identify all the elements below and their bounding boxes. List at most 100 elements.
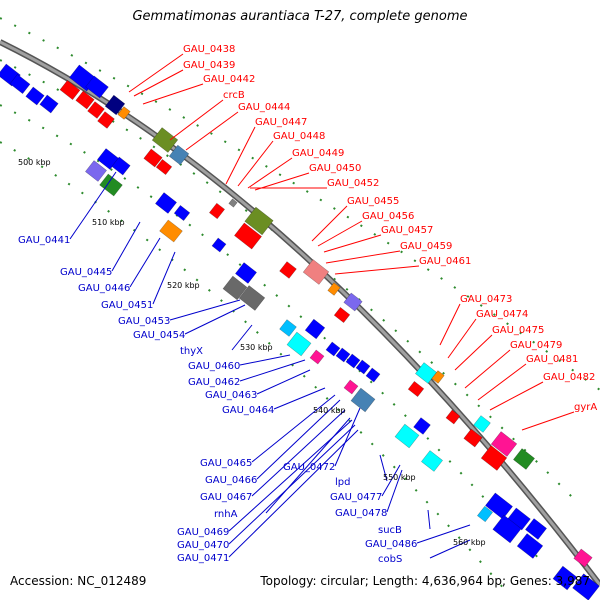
- reverse-gene-label: GAU_0462: [188, 377, 240, 388]
- kbp-label: 520 kbp: [167, 281, 200, 290]
- gene-block: [111, 156, 131, 176]
- gene-block: [309, 349, 325, 365]
- scale-rings: [0, 17, 600, 591]
- kbp-label: 550 kbp: [383, 473, 416, 482]
- forward-gene-label: GAU_0482: [543, 372, 595, 383]
- gene-block: [431, 370, 445, 384]
- gene-block: [87, 101, 105, 119]
- gene-block: [477, 505, 493, 523]
- gene-block: [345, 353, 361, 369]
- gene-block: [85, 160, 107, 182]
- forward-gene-label: GAU_0473: [460, 294, 512, 305]
- reverse-gene-label: GAU_0451: [101, 300, 153, 311]
- forward-gene-label: gyrA: [574, 402, 597, 413]
- forward-gene-label: GAU_0461: [419, 256, 471, 267]
- gene-block: [335, 347, 351, 363]
- label-leader-lines: [69, 53, 575, 559]
- forward-gene-label: GAU_0456: [362, 211, 414, 222]
- reverse-gene-label: GAU_0465: [200, 458, 252, 469]
- gene-block: [228, 198, 238, 208]
- gene-block: [516, 533, 544, 559]
- forward-gene-label: GAU_0481: [526, 354, 578, 365]
- gene-block: [279, 319, 297, 337]
- reverse-gene-label: GAU_0460: [188, 361, 240, 372]
- forward-gene-label: GAU_0452: [327, 178, 379, 189]
- gene-block: [445, 409, 461, 425]
- gene-block: [99, 173, 123, 197]
- gene-block: [211, 237, 227, 253]
- reverse-gene-label: GAU_0453: [118, 316, 170, 327]
- gene-block: [327, 282, 341, 296]
- gene-block: [304, 318, 326, 340]
- gene-block: [473, 415, 491, 433]
- kbp-position-labels: 500 kbp 510 kbp 520 kbp 530 kbp 540 kbp 550 k…: [18, 158, 486, 547]
- gene-block: [173, 205, 191, 221]
- reverse-gene-label: GAU_0469: [177, 527, 229, 538]
- reverse-gene-label: GAU_0470: [177, 540, 229, 551]
- accession-text: Accession: NC_012489: [10, 574, 147, 588]
- gene-block: [235, 262, 257, 284]
- reverse-gene-labels: GAU_0441GAU_0445GAU_0446GAU_0451GAU_0453…: [18, 235, 417, 565]
- gene-block: [343, 379, 359, 395]
- forward-gene-label: GAU_0479: [510, 340, 562, 351]
- gene-block: [151, 127, 179, 153]
- gene-block: [75, 90, 95, 110]
- gene-block: [234, 222, 262, 250]
- map-title: Gemmatimonas aurantiaca T-27, complete g…: [132, 9, 468, 24]
- forward-gene-label: GAU_0438: [183, 44, 235, 55]
- reverse-gene-label: GAU_0477: [330, 492, 382, 503]
- kbp-label: 510 kbp: [92, 218, 125, 227]
- gene-block: [333, 307, 351, 323]
- gene-block: [485, 492, 513, 520]
- reverse-gene-label: thyX: [180, 346, 203, 357]
- forward-gene-label: GAU_0439: [183, 60, 235, 71]
- gene-block: [572, 573, 600, 600]
- kbp-label: 540 kbp: [313, 406, 346, 415]
- gene-block: [490, 431, 518, 457]
- gene-block: [413, 417, 431, 435]
- forward-gene-label: GAU_0457: [381, 225, 433, 236]
- forward-gene-label: GAU_0447: [255, 117, 307, 128]
- gene-block: [421, 450, 443, 472]
- gene-block: [244, 206, 274, 236]
- reverse-gene-label: GAU_0486: [365, 539, 417, 550]
- gene-block: [480, 445, 508, 471]
- gene-block: [343, 292, 363, 312]
- forward-gene-label: GAU_0449: [292, 148, 344, 159]
- reverse-gene-label: cobS: [378, 554, 402, 565]
- reverse-gene-label: GAU_0478: [335, 508, 387, 519]
- reverse-gene-label: GAU_0445: [60, 267, 112, 278]
- forward-gene-label: GAU_0448: [273, 131, 325, 142]
- reverse-gene-label: rnhA: [214, 509, 238, 520]
- gene-block: [492, 514, 522, 544]
- gene-block: [59, 79, 81, 101]
- gene-block: [209, 202, 225, 220]
- gene-block: [552, 565, 578, 591]
- gene-block: [97, 111, 115, 129]
- gene-block: [159, 219, 183, 243]
- kbp-label: 530 kbp: [240, 343, 273, 352]
- reverse-gene-label: GAU_0464: [222, 405, 274, 416]
- forward-gene-label: GAU_0442: [203, 74, 255, 85]
- forward-gene-label: GAU_0450: [309, 163, 361, 174]
- gene-block: [573, 548, 593, 568]
- gene-block: [286, 331, 312, 357]
- gene-block: [302, 259, 330, 285]
- kbp-label: 560 kbp: [453, 538, 486, 547]
- reverse-gene-label: GAU_0466: [205, 475, 257, 486]
- gene-block: [279, 261, 297, 279]
- gene-block: [222, 275, 248, 301]
- reverse-gene-label: GAU_0463: [205, 390, 257, 401]
- gene-block: [463, 428, 483, 448]
- gene-block: [238, 285, 266, 311]
- reverse-gene-label: sucB: [378, 525, 402, 536]
- gene-block: [104, 94, 126, 116]
- reverse-gene-label: GAU_0446: [78, 283, 130, 294]
- reverse-gene-label: GAU_0471: [177, 553, 229, 564]
- gene-block: [513, 448, 535, 470]
- forward-gene-label: GAU_0459: [400, 241, 452, 252]
- forward-gene-label: GAU_0444: [238, 102, 290, 113]
- gene-block: [143, 148, 163, 168]
- kbp-label: 500 kbp: [18, 158, 51, 167]
